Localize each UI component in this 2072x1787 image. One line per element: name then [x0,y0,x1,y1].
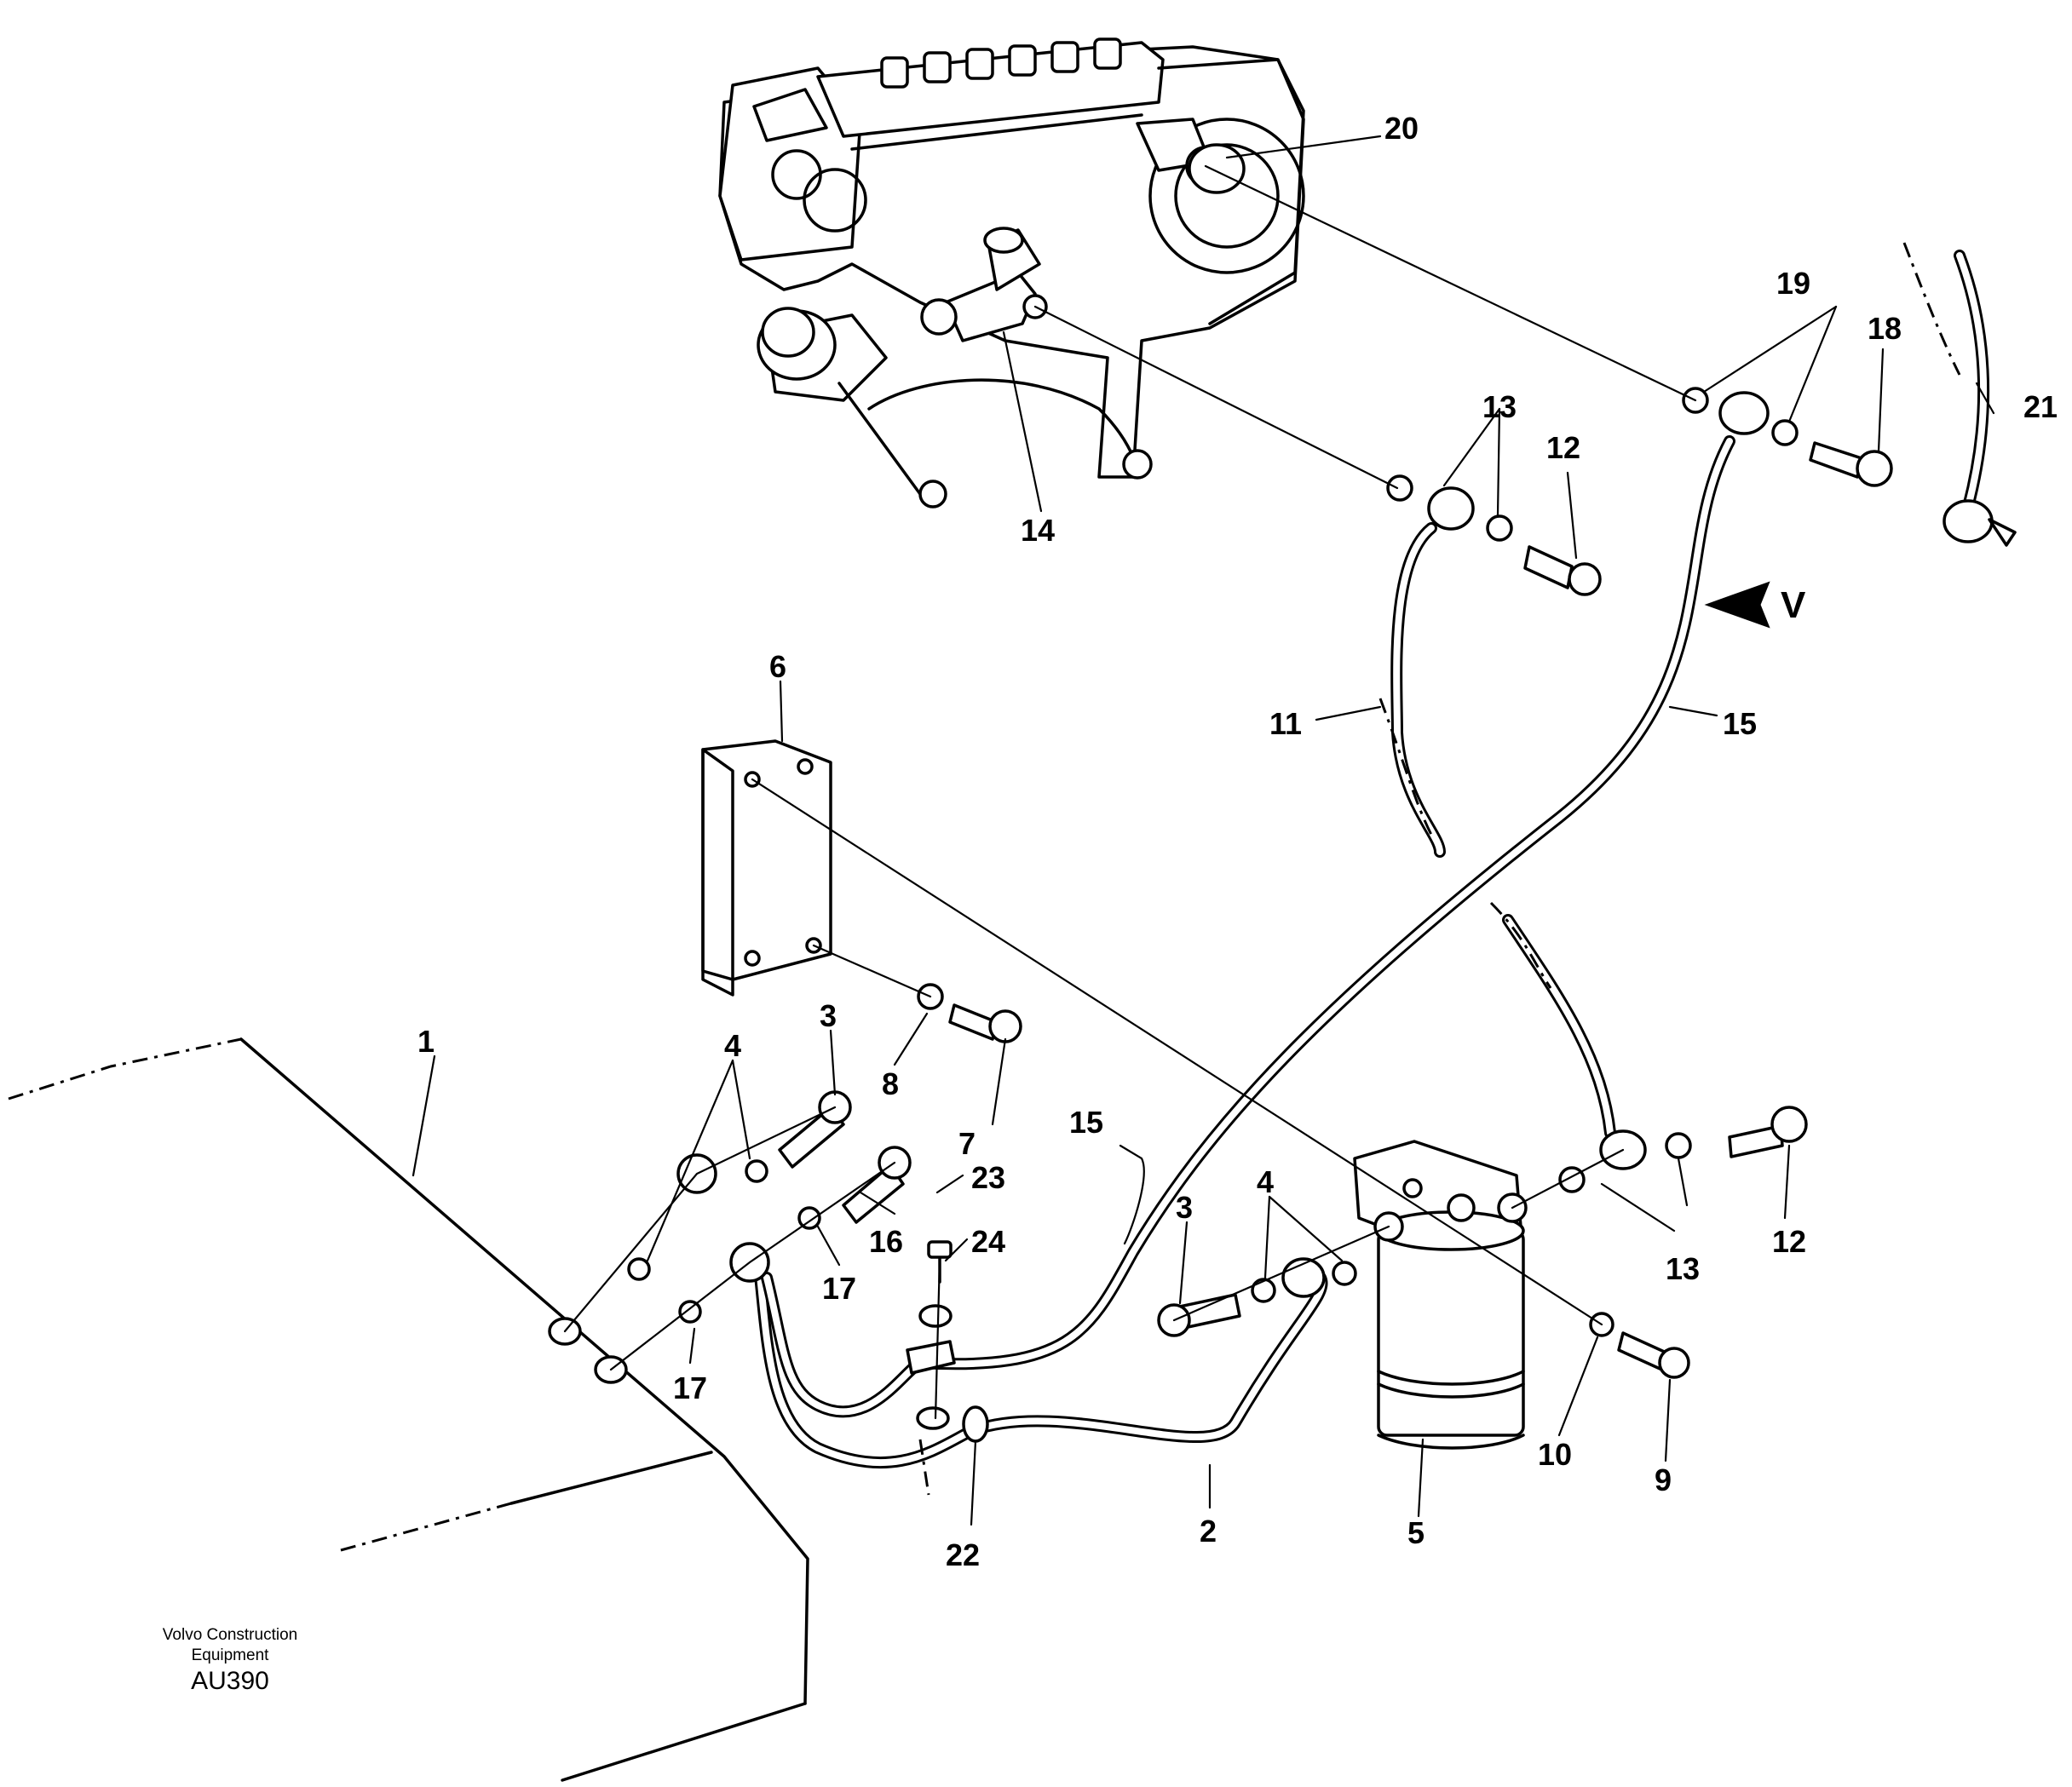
hoses [752,250,1990,1469]
hand-primer-fitting [920,227,1048,342]
fittings-and-fasteners [627,143,2017,1443]
publisher-name-line2: Equipment [191,1646,269,1664]
publisher-name-line1: Volvo Construction [162,1626,298,1644]
callout-18: 18 [1868,311,1902,346]
callout-6: 6 [769,649,786,684]
callout-8: 8 [882,1066,899,1101]
callout-17a: 17 [822,1271,856,1306]
callout-11: 11 [1269,706,1302,741]
leader-lines [412,135,1995,1526]
callout-24: 24 [971,1224,1005,1259]
callout-15a: 15 [1723,706,1757,741]
view-marker-label: V [1781,584,1806,626]
callout-4a: 4 [724,1028,741,1063]
callout-4b: 4 [1257,1164,1274,1199]
callout-19: 19 [1776,266,1810,301]
callout-10: 10 [1538,1437,1572,1472]
fuel-filter [1353,1140,1528,1450]
callout-15b: 15 [1069,1105,1103,1140]
publisher-note: Volvo Construction Equipment AU390 [128,1625,332,1697]
callout-16: 16 [869,1224,903,1259]
callout-12b: 12 [1772,1224,1806,1259]
callout-labels: 1 2 3 3 4 4 5 6 7 8 9 10 11 12 12 13 13 … [417,111,2058,1572]
callout-7: 7 [958,1126,976,1161]
callout-14: 14 [1021,513,1055,548]
callout-13b: 13 [1666,1251,1700,1286]
hose-continuations [918,242,1961,1496]
injector-outlets [880,37,1122,89]
callout-13a: 13 [1482,389,1517,424]
callout-12a: 12 [1546,430,1580,465]
callout-23: 23 [971,1160,1005,1195]
assembly-lines [563,164,1697,1420]
callout-1: 1 [417,1024,435,1059]
callout-5: 5 [1407,1515,1424,1550]
callout-9: 9 [1655,1462,1672,1497]
callout-20: 20 [1384,111,1419,146]
filter-bracket [701,739,832,997]
callout-2: 2 [1200,1514,1217,1549]
figure-reference: AU390 [191,1667,269,1695]
callout-3b: 3 [1176,1190,1193,1225]
callout-21: 21 [2023,389,2058,424]
callout-22: 22 [946,1537,980,1572]
callout-3a: 3 [820,998,837,1033]
callout-17b: 17 [673,1370,707,1405]
view-marker [1704,581,1770,629]
